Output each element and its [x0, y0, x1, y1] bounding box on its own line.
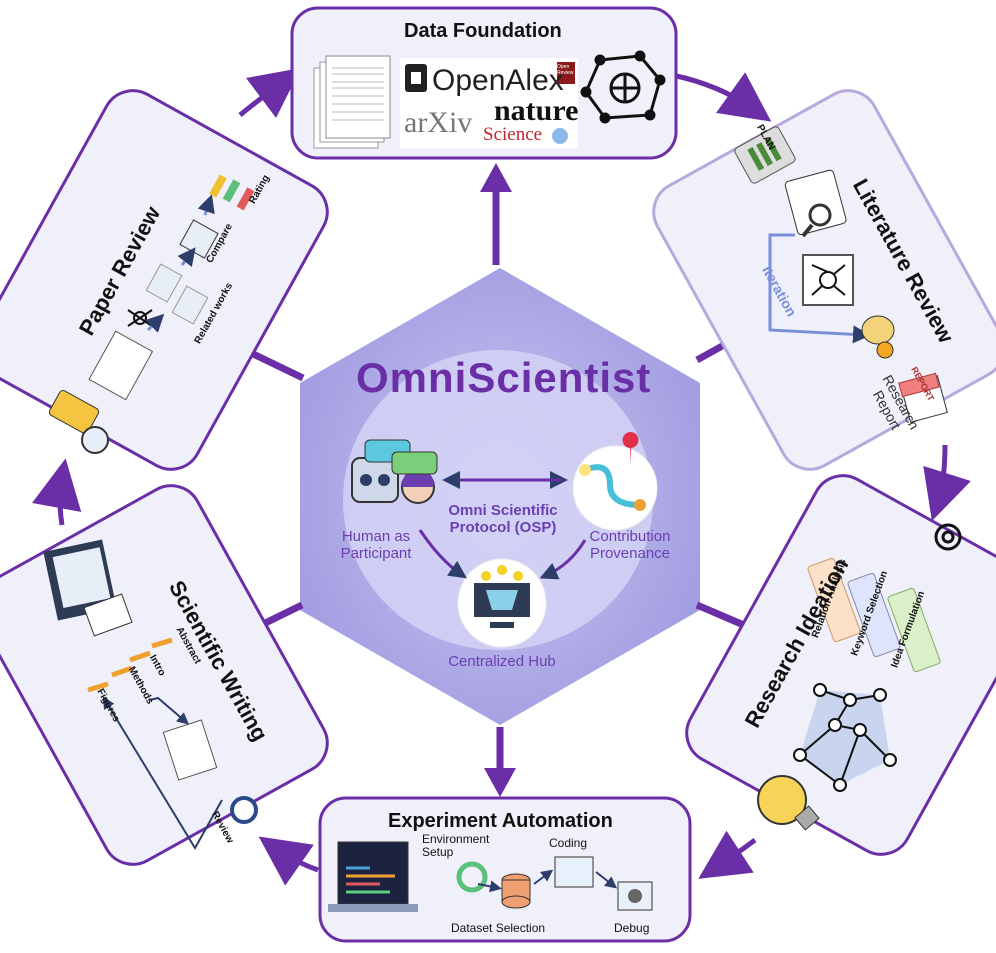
data-foundation-title: Data Foundation [404, 20, 562, 42]
debug-icon [617, 881, 653, 911]
science-label: Science [483, 124, 543, 145]
experiment-automation-title: Experiment Automation [388, 810, 613, 832]
iteration-loop [768, 233, 871, 344]
dataset-icon [501, 873, 531, 909]
env-setup-icon [456, 861, 488, 893]
plan-icon [734, 126, 796, 184]
notebook-icon [43, 539, 117, 621]
debug-label: Debug [614, 921, 650, 935]
research-robot-icon [861, 315, 895, 359]
arxiv-label: arXiv [404, 106, 473, 139]
lightbulb-icon [757, 775, 820, 831]
database-badge-icon [552, 128, 568, 144]
idea-graph [793, 683, 897, 792]
center-glow [343, 350, 653, 650]
checklist-icon [83, 593, 133, 637]
provenance-label: Contribution Provenance [589, 528, 671, 562]
nature-label: nature [494, 94, 579, 127]
review-magnifier-icon [230, 796, 258, 824]
coding-icon [554, 856, 594, 888]
center-title: OmniScientist [356, 354, 652, 401]
science-globe-icon [580, 50, 666, 124]
related-works-icon [145, 263, 209, 325]
human-robot-icon [351, 439, 438, 504]
paper-icon [88, 330, 154, 401]
idea-tags [807, 557, 941, 673]
provenance-icon [572, 432, 658, 531]
dataset-label: Dataset Selection [451, 921, 546, 935]
knowledge-graph-icon [802, 254, 854, 306]
stars-rating-icon [48, 390, 100, 434]
paper-stack-icon [313, 55, 391, 149]
scientific-writing-card [0, 484, 329, 866]
openalex-label: OpenAlex [432, 64, 564, 97]
laptop-icon [328, 841, 418, 912]
reviewer-avatar-icon [81, 426, 109, 454]
cycle-arrows [32, 67, 971, 886]
env-setup-label: Environment Setup [422, 832, 490, 859]
openreview-logo-icon [557, 62, 575, 84]
hub-label: Centralized Hub [448, 653, 556, 670]
openai-icon [934, 523, 962, 551]
document-search-icon [784, 169, 847, 238]
openalex-logo-icon [405, 64, 427, 92]
pencils-icon [87, 637, 173, 693]
coding-label: Coding [549, 836, 588, 850]
protocol-label: Omni Scientific Protocol (OSP) [448, 502, 558, 536]
report-icon [898, 372, 948, 423]
draft-icon [162, 719, 218, 781]
hub-icon [457, 558, 547, 648]
openreview-label: Open Review [557, 64, 574, 76]
participant-label: Human as Participant [340, 528, 412, 562]
rating-icon [209, 174, 255, 211]
